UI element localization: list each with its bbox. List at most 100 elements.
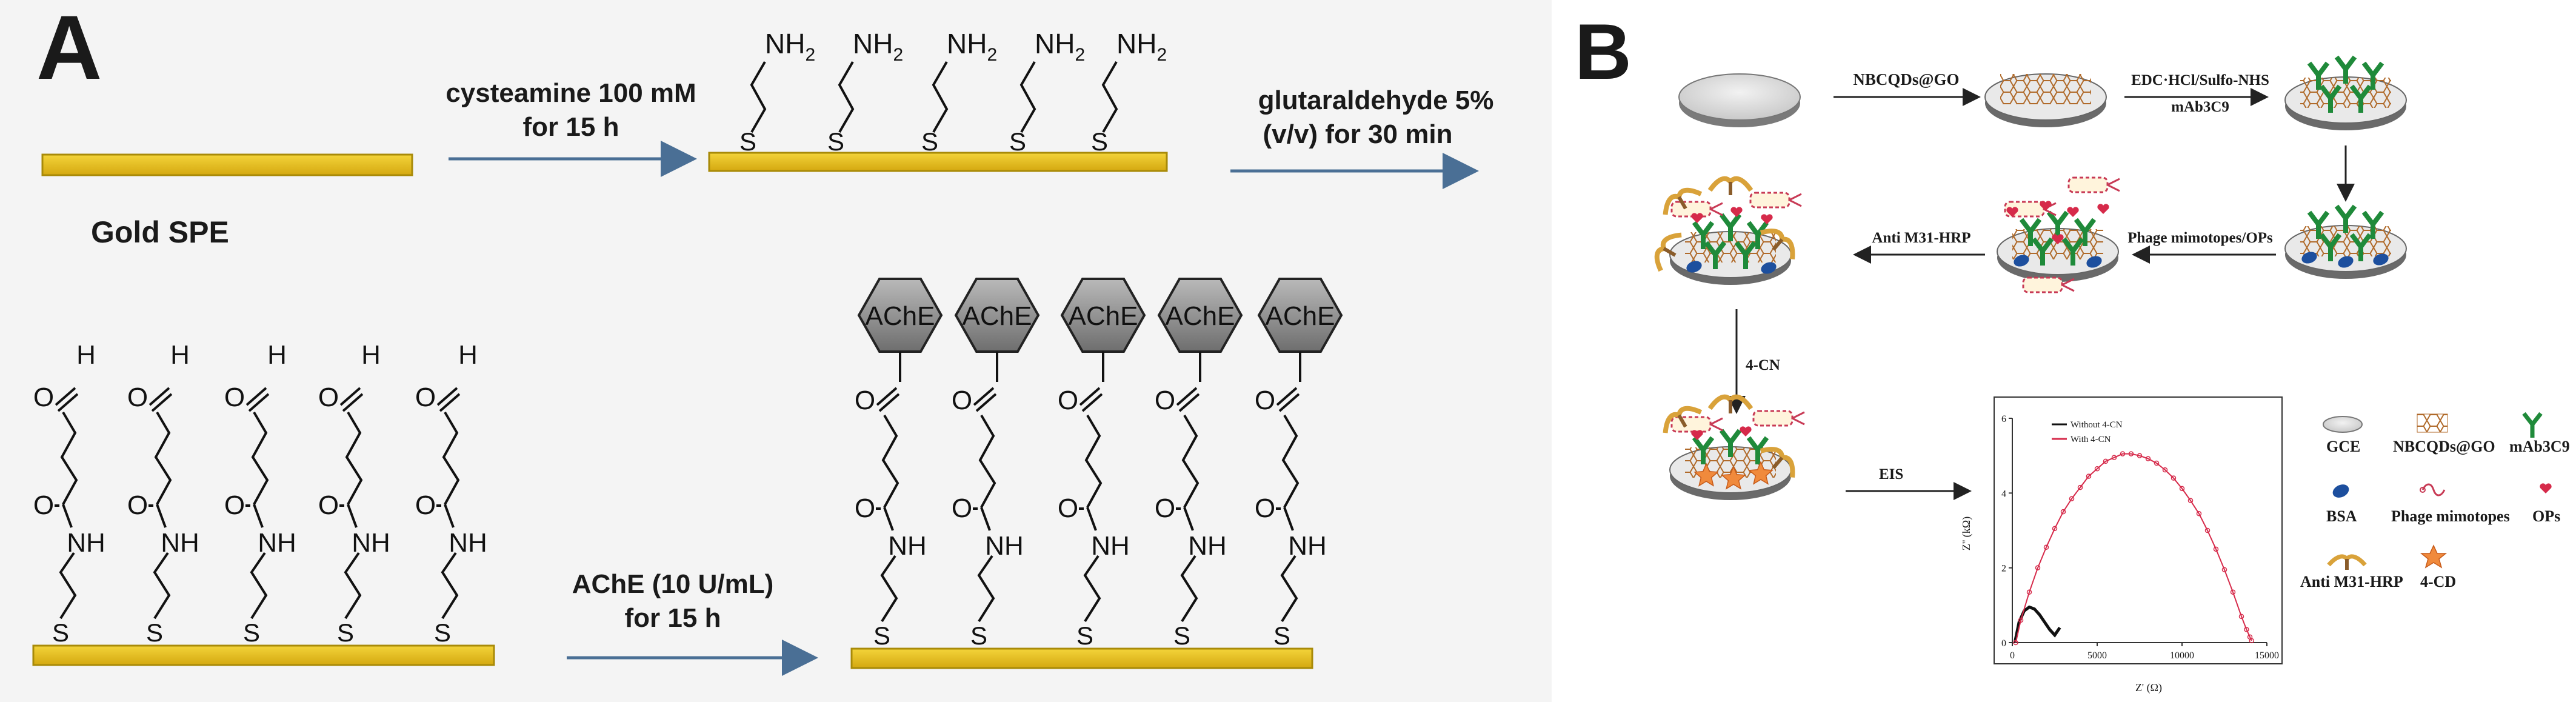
antibody-icon [1734,241,1757,269]
series-2-point [2244,627,2249,632]
op-icon [1740,426,1752,436]
op-icon [1730,207,1743,217]
aldehyde-o-label: O [224,383,245,412]
antibody-icon [2319,233,2342,261]
series-2-point [2221,567,2227,572]
ache-enzyme-label: AChE [1166,301,1235,331]
antibody-icon [1746,436,1769,464]
antibody-icon [1719,213,1742,241]
amide-nh-label: NH [985,531,1024,561]
phage-icon [2022,276,2075,293]
amide-nh-label: NH [449,528,487,558]
carbonyl-o-label: O [127,490,148,520]
cd-icon [1748,461,1774,485]
step3-line2: for 15 h [625,603,721,633]
gce-phage [2284,204,2407,279]
series-2-point [2171,475,2177,481]
y-tick-label: 2 [2001,564,2006,574]
gce-bare [1678,73,1801,127]
phage-icon [1670,201,1723,218]
antibody-icon [2334,55,2357,84]
ache-carbonyl-o-label: O [1155,386,1175,415]
gold-electrode-ache [850,647,1313,669]
step1-line1: cysteamine 100 mM [445,78,696,108]
step-edc-label-line1: EDC·HCl/Sulfo-NHS [2131,72,2269,89]
ache-enzyme-hexagon [1157,278,1243,353]
anti-hrp-icon [1663,406,1703,433]
anti-hrp-icon [1760,229,1795,259]
sulfur-label: S [970,621,987,650]
sulfur-label: S [1173,621,1190,650]
gold-electrode-glutaraldehyde [32,644,495,666]
legend-anti-icon [2327,554,2367,570]
x-tick-label: 0 [2010,650,2015,661]
legend-nbcqds-icon [2417,413,2448,433]
aldehyde-h-label: H [361,340,381,370]
amide-nh-label: NH [888,531,927,561]
step-4cn-label: 4-CN [1746,357,1780,373]
sulfur-label: S [337,618,354,647]
gce-go [1984,73,2107,127]
carbonyl-o-label: O [1255,493,1275,523]
ache-enzyme-label: AChE [866,301,935,331]
series-2-point [2069,496,2075,501]
bsa-icon [2014,255,2029,267]
series-2-point [2238,613,2244,620]
bsa-icon [2373,253,2389,266]
antibody-icon [2349,84,2372,113]
series-line-2 [2015,453,2252,643]
legend-mab-icon [2522,412,2543,438]
legend-nbcqds: NBCQDs@GO [2393,438,2495,455]
chart-y-label: Z'' (kΩ) [1960,516,1973,550]
series-2-point [2060,509,2066,515]
gce-mab [2284,55,2407,130]
x-tick-label: 5000 [2087,650,2107,661]
antibody-icon [1692,436,1715,464]
panel-a: A Gold SPE cysteamine 100 mM for 15 h SN… [0,0,1552,702]
series-2-point [2145,456,2151,461]
step-nbcqds-label: NBCQDs@GO [1853,70,1959,89]
amide-nh-label: NH [161,528,199,558]
y-tick-label: 6 [2001,414,2006,424]
anti-hrp-icon [1654,232,1682,272]
sulfur-label: S [52,618,69,647]
antibody-icon [2361,210,2384,239]
bsa-icon [2338,256,2354,268]
panel-b-label: B [1575,7,1632,96]
ache-carbonyl-o-label: O [1058,386,1078,415]
ache-carbonyl-o-label: O [855,386,875,415]
step2-line2: (v/v) for 30 min [1263,119,1453,149]
op-icon [1691,430,1703,440]
antibody-icon [2349,233,2372,261]
antibody-icon [2061,237,2084,266]
legend-mab: mAb3C9 [2509,438,2570,455]
sulfur-label: S [921,127,938,156]
ache-enzyme-hexagon [857,278,943,353]
carbonyl-o-label: O [318,490,339,520]
cd-icon [1721,466,1746,490]
ache-enzyme-label: AChE [963,301,1032,331]
amine-label: NH2 [947,28,997,65]
legend-entry-1: Without 4-CN [2070,420,2123,430]
phage-icon [1752,410,1805,427]
ache-carbonyl-o-label: O [952,386,972,415]
step-edc-label-line2: mAb3C9 [2171,99,2229,115]
carbonyl-o-label: O [952,493,972,523]
aldehyde-o-label: O [127,383,148,412]
op-icon [1691,213,1703,223]
series-2-point [2120,451,2126,456]
series-2-point [2204,527,2211,533]
gold-electrode-bare [41,153,413,176]
chart-frame [1994,396,2283,664]
x-tick-label: 15000 [2255,650,2279,661]
series-2-point [2249,638,2255,644]
